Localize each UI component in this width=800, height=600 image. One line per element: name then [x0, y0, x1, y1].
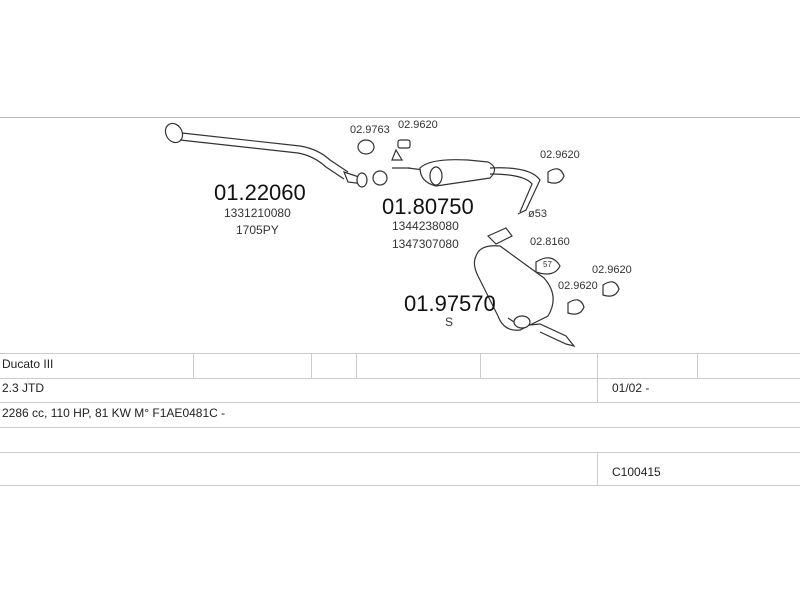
table-row: 2.3 JTD 01/02 - — [0, 378, 800, 403]
rear-silencer-number: 01.97570 — [404, 291, 496, 316]
vehicle-code: C100415 — [612, 465, 661, 479]
clamp-2-number: 02.9620 — [398, 119, 438, 131]
table-row: Ducato III — [0, 353, 800, 379]
clamp-5-number: 02.9620 — [592, 264, 632, 276]
table-row: 2286 cc, 110 HP, 81 KW M° F1AE0481C - — [0, 403, 800, 428]
vehicle-engine: 2.3 JTD — [2, 381, 45, 395]
front-pipe-number: 01.22060 — [214, 180, 306, 205]
front-pipe-drawing — [164, 122, 388, 188]
middle-silencer-drawing — [407, 159, 541, 215]
clamp-4-number: 02.8160 — [530, 236, 570, 248]
clamp-1-number: 02.9763 — [350, 124, 390, 136]
middle-silencer-ref2: 1347307080 — [392, 237, 459, 251]
table-row — [0, 428, 800, 453]
rear-silencer-drawing — [473, 227, 576, 348]
rear-silencer-suffix: S — [445, 315, 454, 329]
middle-silencer-number: 01.80750 — [382, 194, 474, 219]
clamp-inner-label: 57 — [543, 260, 552, 269]
front-pipe-ref2: 1705PY — [236, 223, 279, 237]
vehicle-details: 2286 cc, 110 HP, 81 KW M° F1AE0481C - — [2, 406, 226, 420]
exhaust-diagram: 57 01.22060 1331210080 1705PY 01.80750 1… — [164, 119, 632, 348]
vehicle-date: 01/02 - — [612, 381, 650, 395]
diagram-top-border — [0, 117, 800, 118]
middle-silencer-ref1: 1344238080 — [392, 219, 459, 233]
front-pipe-ref1: 1331210080 — [224, 206, 291, 220]
pipe-diameter-label: ø53 — [528, 208, 547, 220]
clamp-drawings: 57 — [357, 139, 620, 315]
clamp-3-number: 02.9620 — [540, 149, 580, 161]
vehicle-model: Ducato III — [2, 357, 54, 371]
clamp-6-number: 02.9620 — [558, 280, 598, 292]
table-row: C100415 — [0, 453, 800, 486]
exhaust-drawing: 57 — [164, 122, 620, 348]
